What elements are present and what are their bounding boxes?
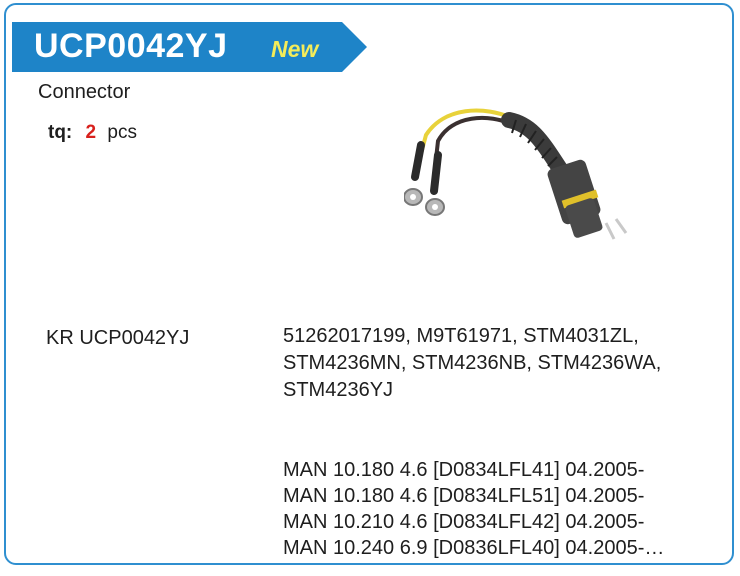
product-description: Connector (38, 81, 131, 103)
connector-image (404, 108, 628, 240)
title-banner (12, 22, 367, 72)
quantity-value: 2 (85, 122, 97, 143)
application-item: MAN 10.210 4.6 [D0834LFL42] 04.2005- (283, 511, 645, 533)
application-item: MAN 10.240 6.9 [D0836LFL40] 04.2005-… (283, 537, 665, 559)
cross-references: 51262017199, M9T61971, STM4031ZL, STM423… (283, 325, 662, 401)
kr-code: KR UCP0042YJ (46, 327, 190, 349)
application-item: MAN 10.180 4.6 [D0834LFL41] 04.2005- (283, 459, 645, 481)
product-code: UCP0042YJ (34, 27, 228, 65)
applications-list: MAN 10.180 4.6 [D0834LFL41] 04.2005- MAN… (283, 457, 723, 561)
new-badge: New (271, 36, 319, 62)
quantity-label: tq: (48, 122, 73, 143)
quantity-unit: pcs (107, 122, 137, 143)
application-item: MAN 10.180 4.6 [D0834LFL51] 04.2005- (283, 485, 645, 507)
product-card: UCP0042YJ New Connector tq: 2 pcs KR UCP… (4, 3, 734, 565)
banner-shape (12, 22, 367, 72)
quantity: tq: 2 pcs (48, 122, 137, 144)
